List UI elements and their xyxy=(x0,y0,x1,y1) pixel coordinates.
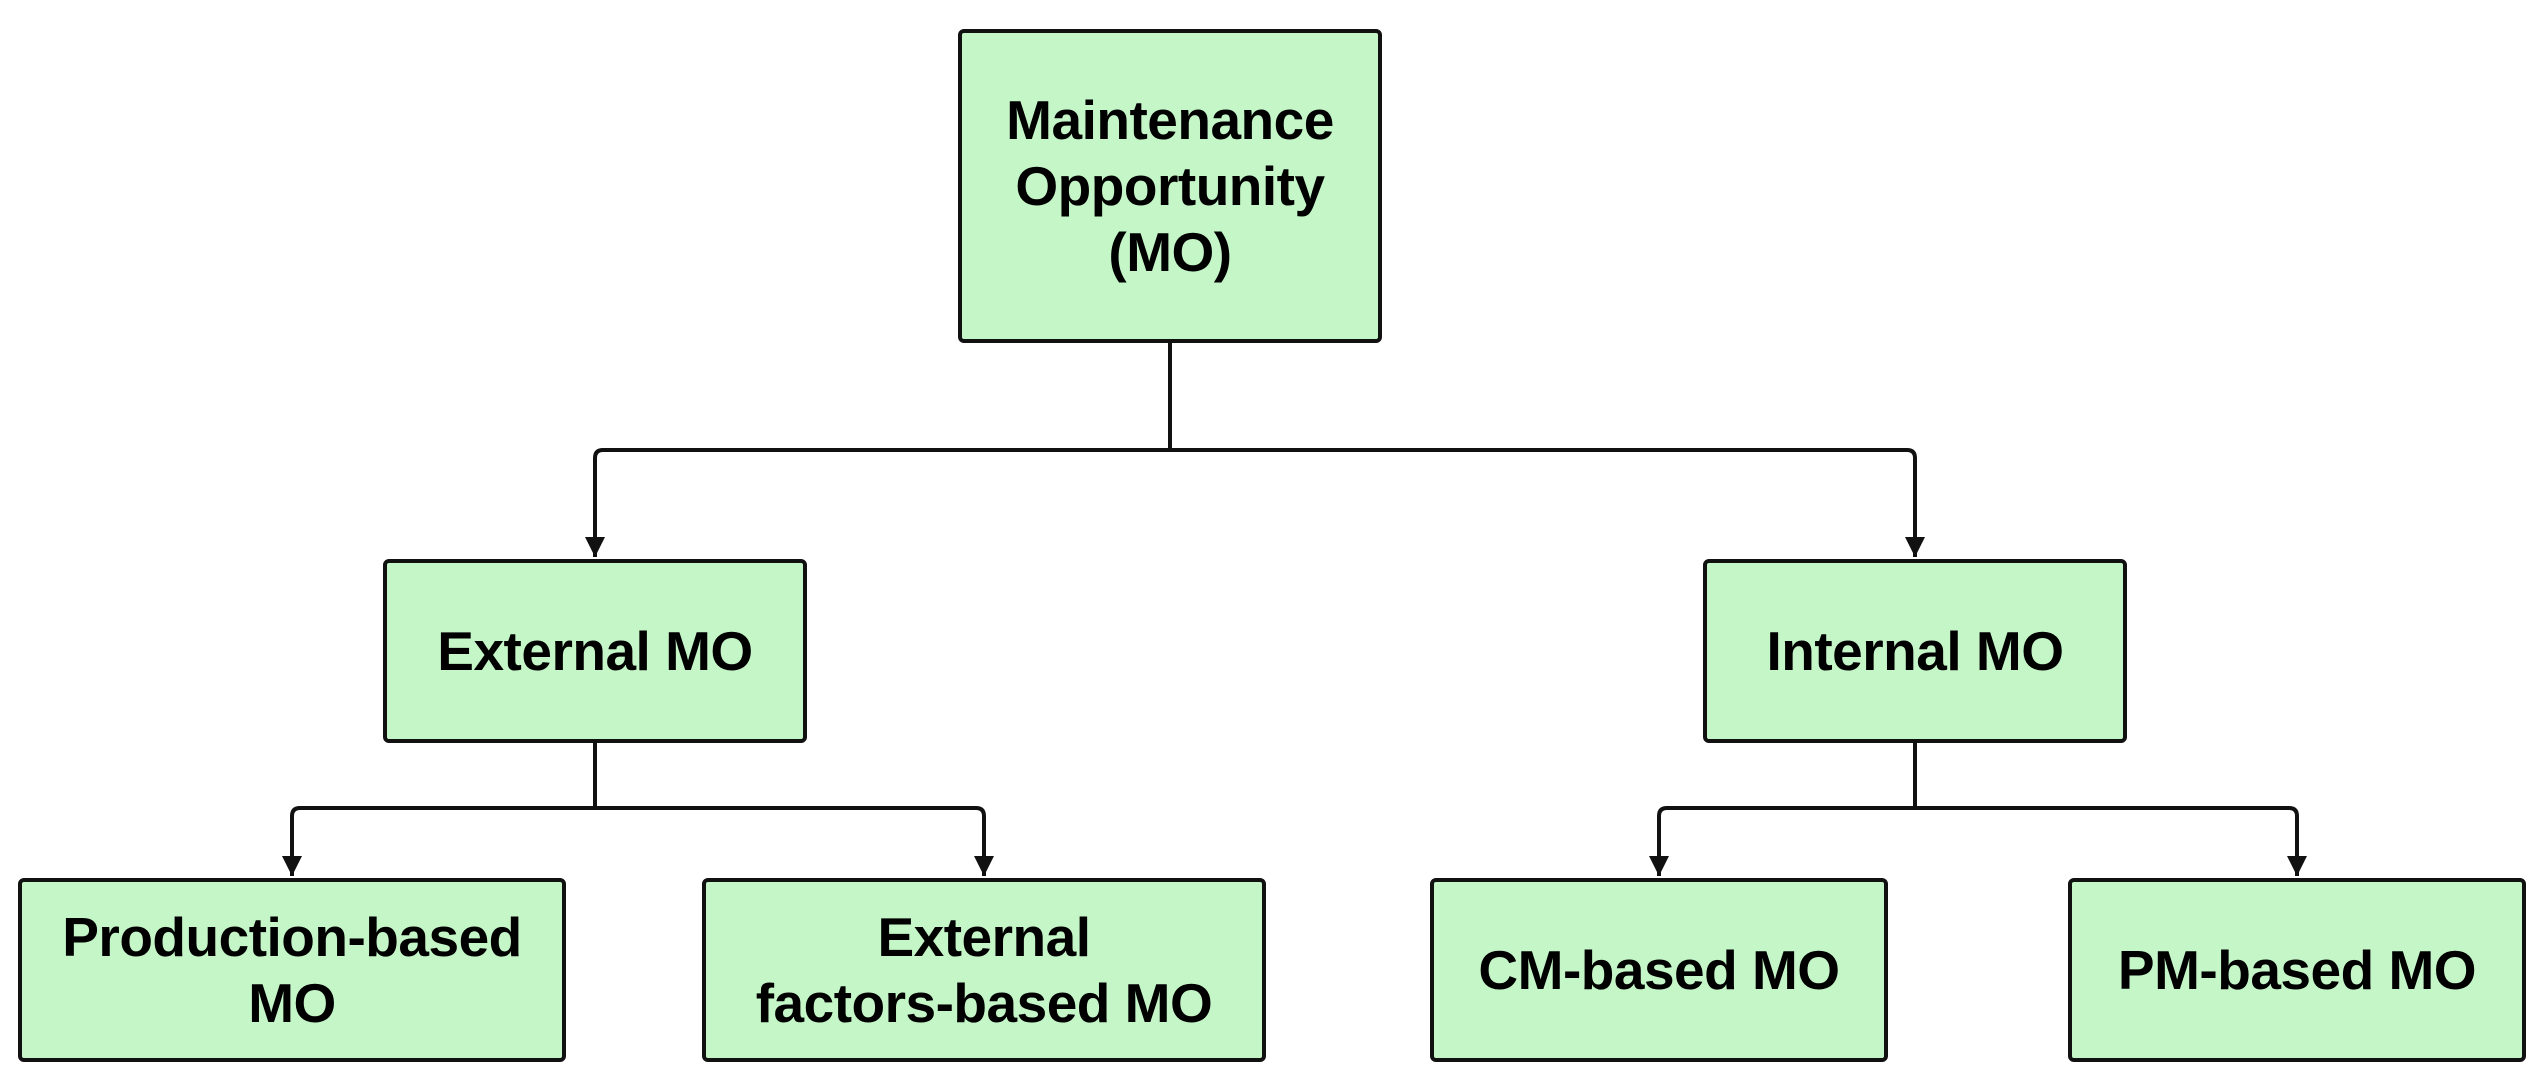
node-internal-mo: Internal MO xyxy=(1703,559,2127,743)
node-cm-based-mo: CM-based MO xyxy=(1430,878,1888,1062)
connector-arrow-internal-to-pm xyxy=(1915,806,2307,876)
node-label: Production-based MO xyxy=(62,906,522,1034)
connector-arrow-external-to-production xyxy=(282,806,595,876)
node-pm-based-mo: PM-based MO xyxy=(2068,878,2526,1062)
connector-arrow-internal-to-cm xyxy=(1649,806,1915,876)
connector-arrow-root-to-external xyxy=(585,448,1170,557)
node-external-factors-based-mo: External factors-based MO xyxy=(702,878,1266,1062)
node-production-based-mo: Production-based MO xyxy=(18,878,566,1062)
node-label: Maintenance Opportunity (MO) xyxy=(1006,89,1334,283)
node-label: External MO xyxy=(437,620,753,682)
connector-arrow-external-to-factors xyxy=(595,806,994,876)
node-label: Internal MO xyxy=(1766,620,2064,682)
node-maintenance-opportunity: Maintenance Opportunity (MO) xyxy=(958,29,1382,343)
node-label: External factors-based MO xyxy=(755,906,1213,1034)
node-label: CM-based MO xyxy=(1478,939,1840,1001)
node-external-mo: External MO xyxy=(383,559,807,743)
connector-arrow-root-to-internal xyxy=(1170,448,1925,557)
node-label: PM-based MO xyxy=(2117,939,2477,1001)
